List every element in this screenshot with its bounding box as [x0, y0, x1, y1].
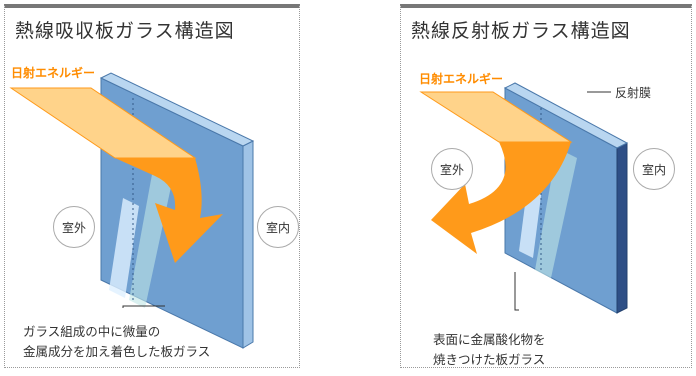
caption: 表面に金属酸化物を 焼きつけた板ガラス	[433, 330, 546, 370]
caption-line-1: 表面に金属酸化物を	[433, 332, 546, 347]
glass-highlight	[535, 148, 577, 278]
caption-leader-line	[514, 272, 519, 311]
reflective-film-face	[616, 142, 628, 314]
reflective-film-label: 反射膜	[615, 86, 652, 100]
heat-absorbing-glass-panel: 熱線吸収板ガラス構造図 日射エネルギー 室外 室内 ガラス組成の中に微量の 金属…	[4, 4, 300, 368]
outside-text: 室外	[61, 220, 86, 235]
panel-title: 熱線反射板ガラス構造図	[411, 20, 631, 42]
inside-label: 室内	[633, 148, 675, 190]
caption-leader-line	[122, 305, 165, 308]
glass-highlight	[129, 158, 175, 308]
inside-text: 室内	[641, 162, 666, 177]
inside-text: 室内	[265, 220, 290, 235]
absorbed-energy-arrow	[115, 158, 223, 263]
heat-absorbing-glass-diagram	[9, 72, 255, 349]
solar-energy-label: 日射エネルギー	[11, 66, 96, 80]
glass-highlight	[109, 198, 139, 298]
caption: ガラス組成の中に微量の 金属成分を加え着色した板ガラス	[23, 322, 210, 362]
reflected-energy-arrow	[431, 142, 571, 254]
heat-reflective-glass-diagram	[419, 82, 629, 314]
panel-title: 熱線吸収板ガラス構造図	[15, 20, 235, 42]
caption-line-1: ガラス組成の中に微量の	[23, 324, 161, 339]
outside-text: 室外	[439, 162, 464, 177]
caption-line-2: 金属成分を加え着色した板ガラス	[23, 344, 211, 359]
inside-label: 室内	[257, 206, 299, 248]
glass-side-face	[242, 140, 254, 349]
outside-label: 室外	[431, 148, 473, 190]
glass-top-face	[503, 82, 629, 149]
solar-energy-label: 日射エネルギー	[419, 72, 504, 86]
outside-label: 室外	[53, 206, 95, 248]
heat-reflective-glass-panel: 熱線反射板ガラス構造図 日射エネルギー 反射膜 室外 室内 表面に金属酸化物を …	[400, 4, 692, 368]
caption-line-2: 焼きつけた板ガラス	[433, 352, 546, 367]
glass-top-face	[99, 72, 255, 147]
